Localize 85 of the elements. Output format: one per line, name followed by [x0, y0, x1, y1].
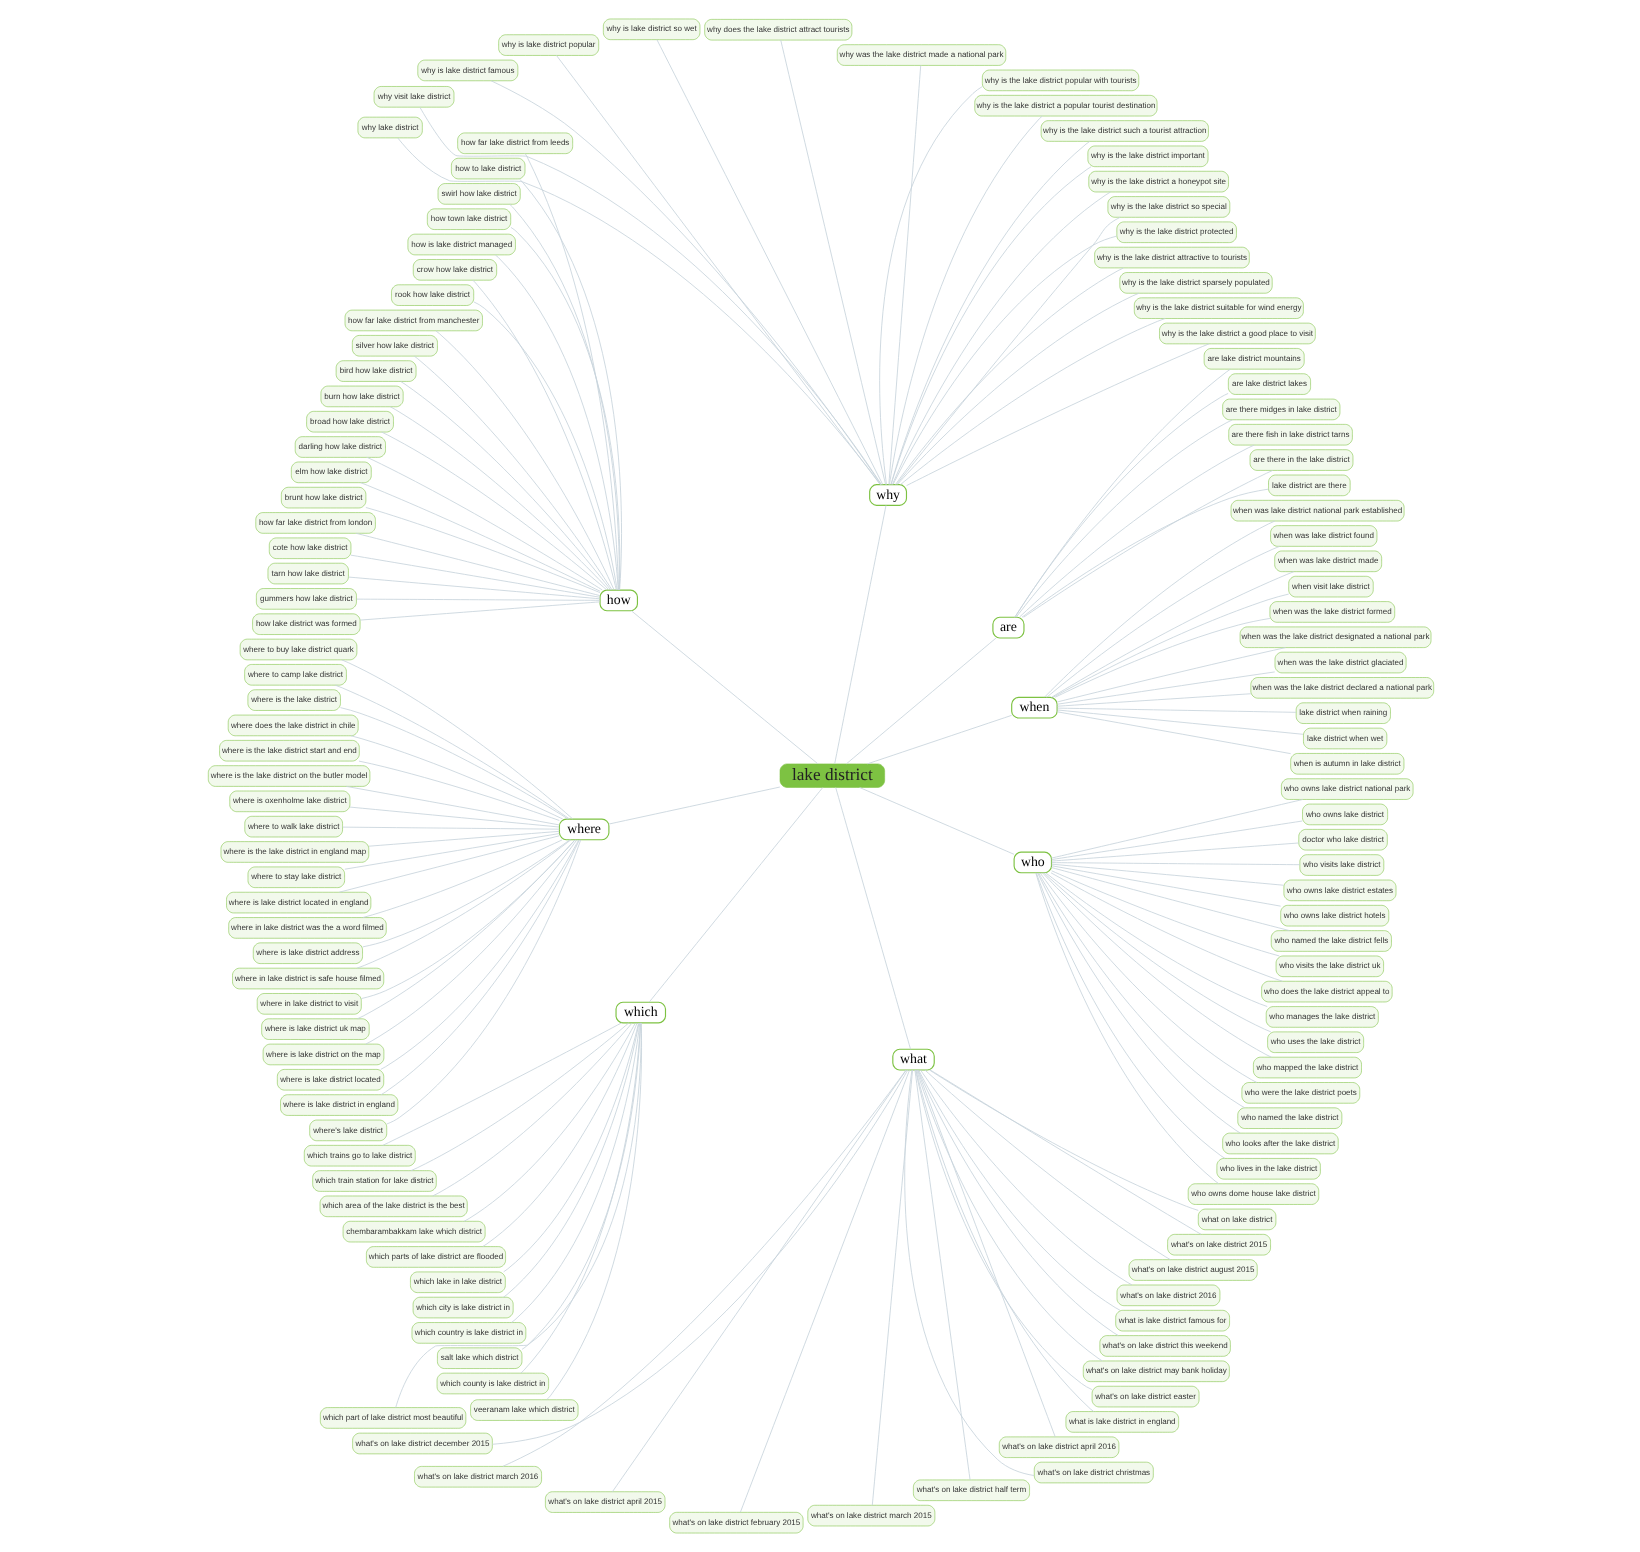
connector: [354, 532, 600, 597]
connector: [878, 86, 982, 486]
connector: [381, 1022, 621, 1146]
connector: [494, 254, 618, 591]
connector: [629, 610, 818, 765]
connector: [1053, 618, 1270, 698]
connector: [607, 786, 780, 825]
connector: [739, 1069, 909, 1513]
connector: [399, 381, 611, 591]
connector: [1055, 693, 1251, 707]
connector: [1050, 865, 1281, 907]
connector: [361, 839, 562, 918]
connector: [348, 806, 559, 828]
connector: [358, 601, 600, 621]
connector: [380, 431, 607, 591]
connector: [1050, 820, 1302, 860]
connector: [462, 1022, 635, 1222]
connector: [919, 1069, 1132, 1286]
node-box: lake district: [778, 763, 884, 788]
connector: [913, 1069, 970, 1481]
connector: [923, 1069, 1170, 1261]
connector: [1043, 520, 1275, 698]
connector: [1050, 571, 1294, 698]
connector: [388, 406, 609, 591]
connector: [1055, 707, 1296, 713]
connector: [1049, 872, 1282, 982]
connector: [344, 785, 559, 826]
connector: [928, 1069, 1201, 1235]
connector: [1055, 647, 1286, 703]
connector: [349, 735, 563, 820]
connector: [887, 65, 921, 485]
connector: [1038, 872, 1257, 1083]
connector: [1050, 862, 1300, 866]
connector: [903, 1069, 1034, 1476]
connector: [1055, 709, 1303, 735]
connector: [870, 1069, 912, 1506]
connector: [845, 637, 996, 765]
connector: [611, 1069, 906, 1493]
connector: [357, 760, 559, 821]
connector: [347, 576, 600, 600]
connector: [1044, 872, 1267, 1007]
connector: [355, 839, 571, 969]
connector: [349, 554, 600, 598]
connector: [339, 707, 568, 820]
connector: [779, 39, 886, 486]
connector: [367, 830, 559, 847]
connector: [359, 482, 600, 592]
connector: [1050, 799, 1303, 859]
connector: [365, 456, 602, 591]
connector: [361, 839, 570, 948]
connector: [834, 787, 910, 1050]
connector: [1018, 444, 1254, 618]
connector: [341, 826, 559, 830]
connector: [1045, 545, 1279, 698]
connector: [1050, 842, 1298, 862]
connector: [343, 833, 559, 870]
connector: [364, 839, 577, 1045]
connector: [895, 292, 1139, 485]
connector: [1050, 870, 1279, 957]
connector: [928, 1069, 1198, 1211]
connector: [1050, 863, 1284, 886]
connector: [409, 1022, 629, 1171]
connector: [364, 507, 600, 593]
connector: [1050, 867, 1289, 932]
connector: [833, 504, 886, 765]
connector: [555, 55, 880, 485]
connector: [394, 1022, 641, 1408]
connector: [1055, 671, 1275, 705]
connector: [337, 835, 559, 893]
connector: [340, 659, 573, 820]
connector: [899, 318, 1165, 485]
connector: [905, 343, 1209, 486]
connector: [333, 684, 569, 820]
connector: [1055, 711, 1291, 755]
connector: [434, 330, 614, 591]
connector: [431, 1022, 632, 1197]
connector: [412, 355, 612, 591]
connector: [355, 598, 600, 601]
connector: [894, 267, 1123, 485]
connector: [647, 787, 823, 1003]
connector: [655, 39, 883, 486]
connector: [1051, 593, 1289, 698]
connector: [481, 1022, 637, 1247]
connector: [866, 714, 1011, 765]
connector: [858, 787, 1014, 855]
